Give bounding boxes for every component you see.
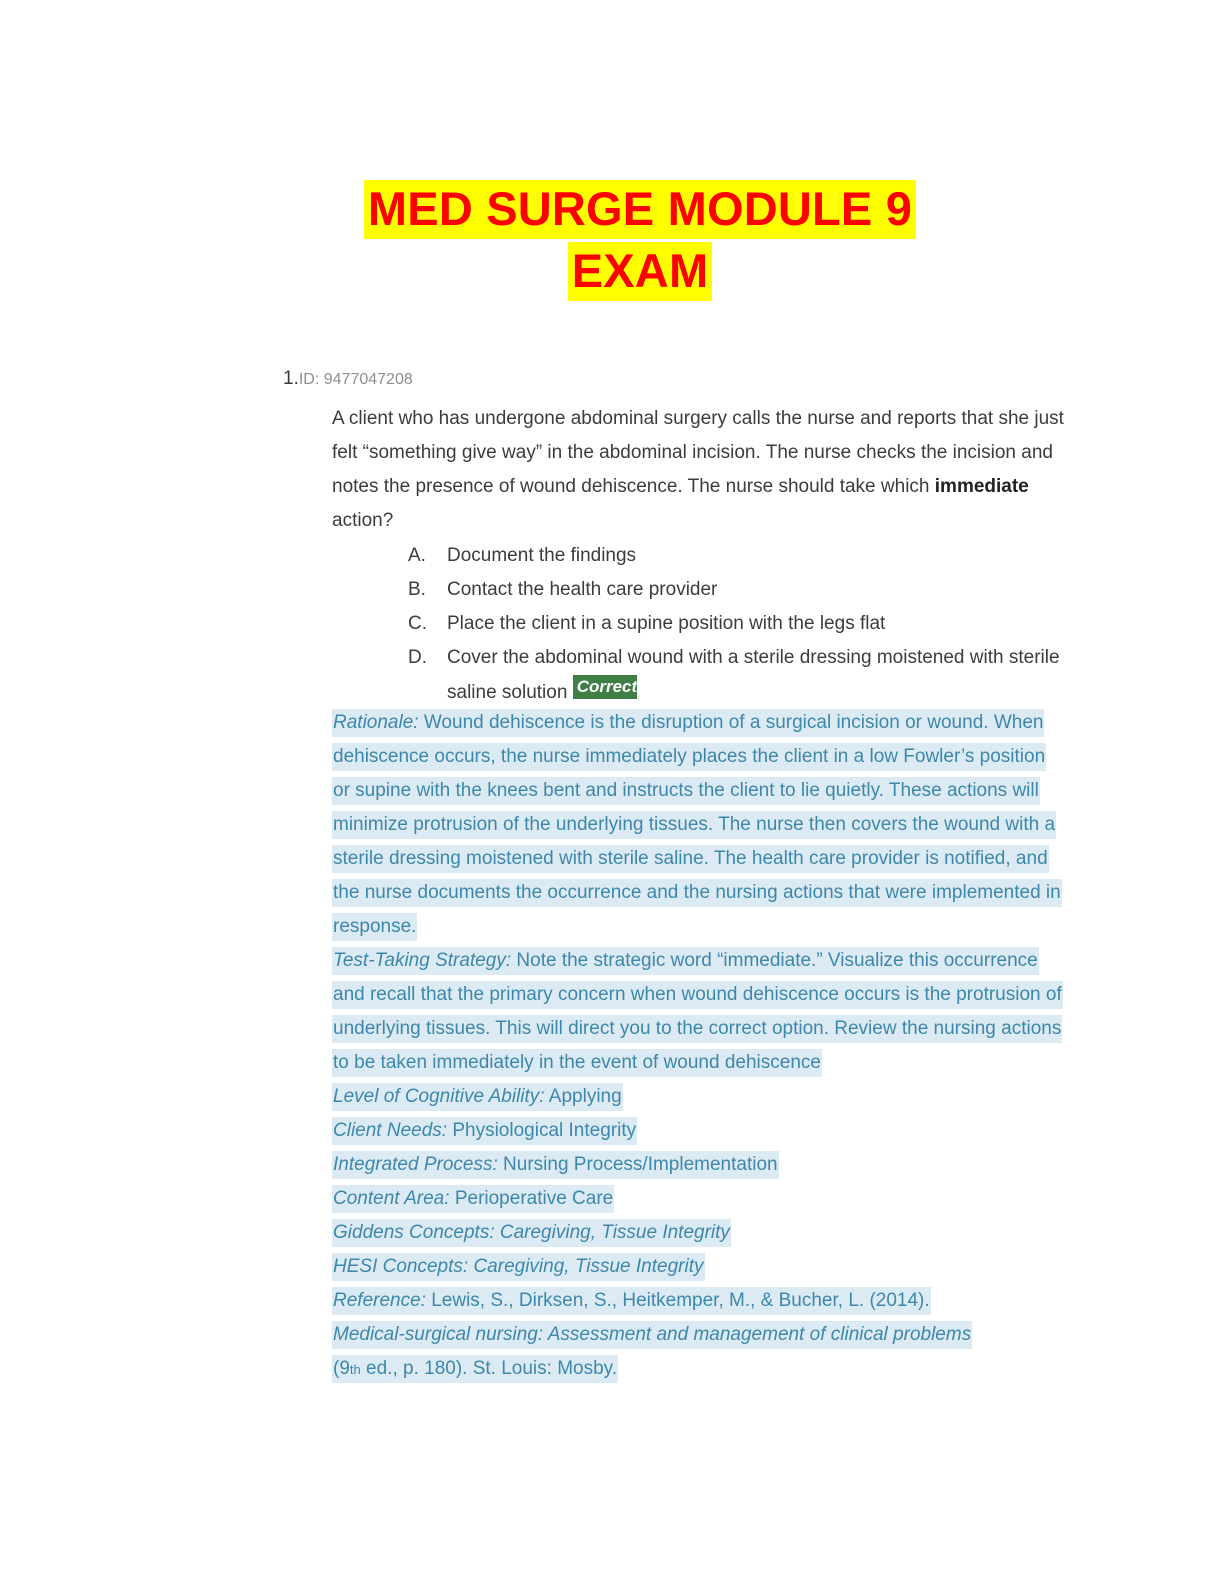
strategy-highlight: Test-Taking Strategy: Note the strategic…: [332, 947, 1063, 1077]
giddens-concepts-line: Giddens Concepts: Caregiving, Tissue Int…: [332, 1216, 1066, 1250]
reference-edition-line: (9th ed., p. 180). St. Louis: Mosby.: [332, 1352, 1066, 1387]
answer-option-d-text: Cover the abdominal wound with a sterile…: [447, 647, 1060, 703]
answer-option-d[interactable]: D. Cover the abdominal wound with a ster…: [408, 641, 1068, 710]
title-line-2: EXAM: [280, 240, 1000, 302]
rationale-highlight: Rationale: Wound dehiscence is the disru…: [332, 709, 1062, 941]
cognitive-ability-highlight: Level of Cognitive Ability: Applying: [332, 1083, 623, 1111]
giddens-concepts-text: Giddens Concepts: Caregiving, Tissue Int…: [332, 1219, 731, 1247]
question-stem: A client who has undergone abdominal sur…: [332, 402, 1064, 538]
integrated-process-label: Integrated Process:: [333, 1154, 498, 1175]
rationale-section: Rationale: Wound dehiscence is the disru…: [332, 706, 1066, 1387]
question-stem-part1: A client who has undergone abdominal sur…: [332, 408, 1064, 497]
cognitive-ability-label: Level of Cognitive Ability:: [333, 1086, 545, 1107]
client-needs-line: Client Needs: Physiological Integrity: [332, 1114, 1066, 1148]
rationale-paragraph: Rationale: Wound dehiscence is the disru…: [332, 706, 1066, 944]
hesi-concepts-text: HESI Concepts: Caregiving, Tissue Integr…: [332, 1253, 705, 1281]
answer-options-list: A. Document the findings B. Contact the …: [408, 539, 1068, 710]
content-area-line: Content Area: Perioperative Care: [332, 1182, 1066, 1216]
strategy-body: Note the strategic word “immediate.” Vis…: [333, 950, 1062, 1073]
reference-line: Reference: Lewis, S., Dirksen, S., Heitk…: [332, 1284, 1066, 1318]
integrated-process-value: Nursing Process/Implementation: [497, 1154, 778, 1175]
title-line-1: MED SURGE MODULE 9: [280, 178, 1000, 240]
client-needs-label: Client Needs:: [333, 1120, 448, 1141]
reference-title-text: Medical-surgical nursing: Assessment and…: [332, 1321, 973, 1349]
answer-option-d-wrap: Cover the abdominal wound with a sterile…: [447, 641, 1068, 710]
title-line-1-text: MED SURGE MODULE 9: [363, 180, 917, 239]
answer-option-d-letter: D.: [408, 647, 427, 668]
cognitive-ability-line: Level of Cognitive Ability: Applying: [332, 1080, 1066, 1114]
content-area-highlight: Content Area: Perioperative Care: [332, 1185, 615, 1213]
answer-option-c[interactable]: C. Place the client in a supine position…: [408, 607, 1068, 641]
answer-option-b-text: Contact the health care provider: [447, 579, 718, 600]
reference-label: Reference:: [333, 1290, 426, 1311]
reference-edition-highlight: (9th ed., p. 180). St. Louis: Mosby.: [332, 1355, 619, 1383]
client-needs-highlight: Client Needs: Physiological Integrity: [332, 1117, 638, 1145]
question-id: ID: 9477047208: [298, 371, 413, 388]
answer-option-c-letter: C.: [408, 613, 427, 634]
integrated-process-highlight: Integrated Process: Nursing Process/Impl…: [332, 1151, 779, 1179]
reference-highlight: Reference: Lewis, S., Dirksen, S., Heitk…: [332, 1287, 931, 1315]
cognitive-ability-value: Applying: [544, 1086, 622, 1107]
correct-answer-badge: Correct: [572, 675, 637, 699]
integrated-process-line: Integrated Process: Nursing Process/Impl…: [332, 1148, 1066, 1182]
document-title: MED SURGE MODULE 9 EXAM: [280, 178, 1000, 302]
answer-option-b[interactable]: B. Contact the health care provider: [408, 573, 1068, 607]
answer-option-b-letter: B.: [408, 579, 426, 600]
content-area-value: Perioperative Care: [449, 1188, 614, 1209]
rationale-body: Wound dehiscence is the disruption of a …: [333, 712, 1061, 937]
reference-title-line: Medical-surgical nursing: Assessment and…: [332, 1318, 1066, 1352]
strategy-paragraph: Test-Taking Strategy: Note the strategic…: [332, 944, 1066, 1080]
answer-option-c-text: Place the client in a supine position wi…: [447, 613, 886, 634]
question-stem-part2: action?: [332, 510, 394, 531]
answer-option-a[interactable]: A. Document the findings: [408, 539, 1068, 573]
question-number: 1.: [283, 368, 299, 389]
question-id-row: 1.ID: 9477047208: [283, 368, 413, 391]
answer-option-a-text: Document the findings: [447, 545, 637, 566]
question-stem-emphasis: immediate: [934, 476, 1029, 497]
content-area-label: Content Area:: [333, 1188, 450, 1209]
strategy-label: Test-Taking Strategy:: [333, 950, 512, 971]
reference-value: Lewis, S., Dirksen, S., Heitkemper, M., …: [425, 1290, 930, 1311]
hesi-concepts-line: HESI Concepts: Caregiving, Tissue Integr…: [332, 1250, 1066, 1284]
title-line-2-text: EXAM: [567, 242, 713, 302]
reference-edition-suffix: ed., p. 180). St. Louis: Mosby.: [360, 1358, 618, 1379]
reference-edition-ordinal: th: [349, 1362, 361, 1377]
answer-option-a-letter: A.: [408, 545, 426, 566]
client-needs-value: Physiological Integrity: [447, 1120, 637, 1141]
rationale-label: Rationale:: [333, 712, 419, 733]
reference-edition-prefix: (9: [333, 1358, 350, 1379]
